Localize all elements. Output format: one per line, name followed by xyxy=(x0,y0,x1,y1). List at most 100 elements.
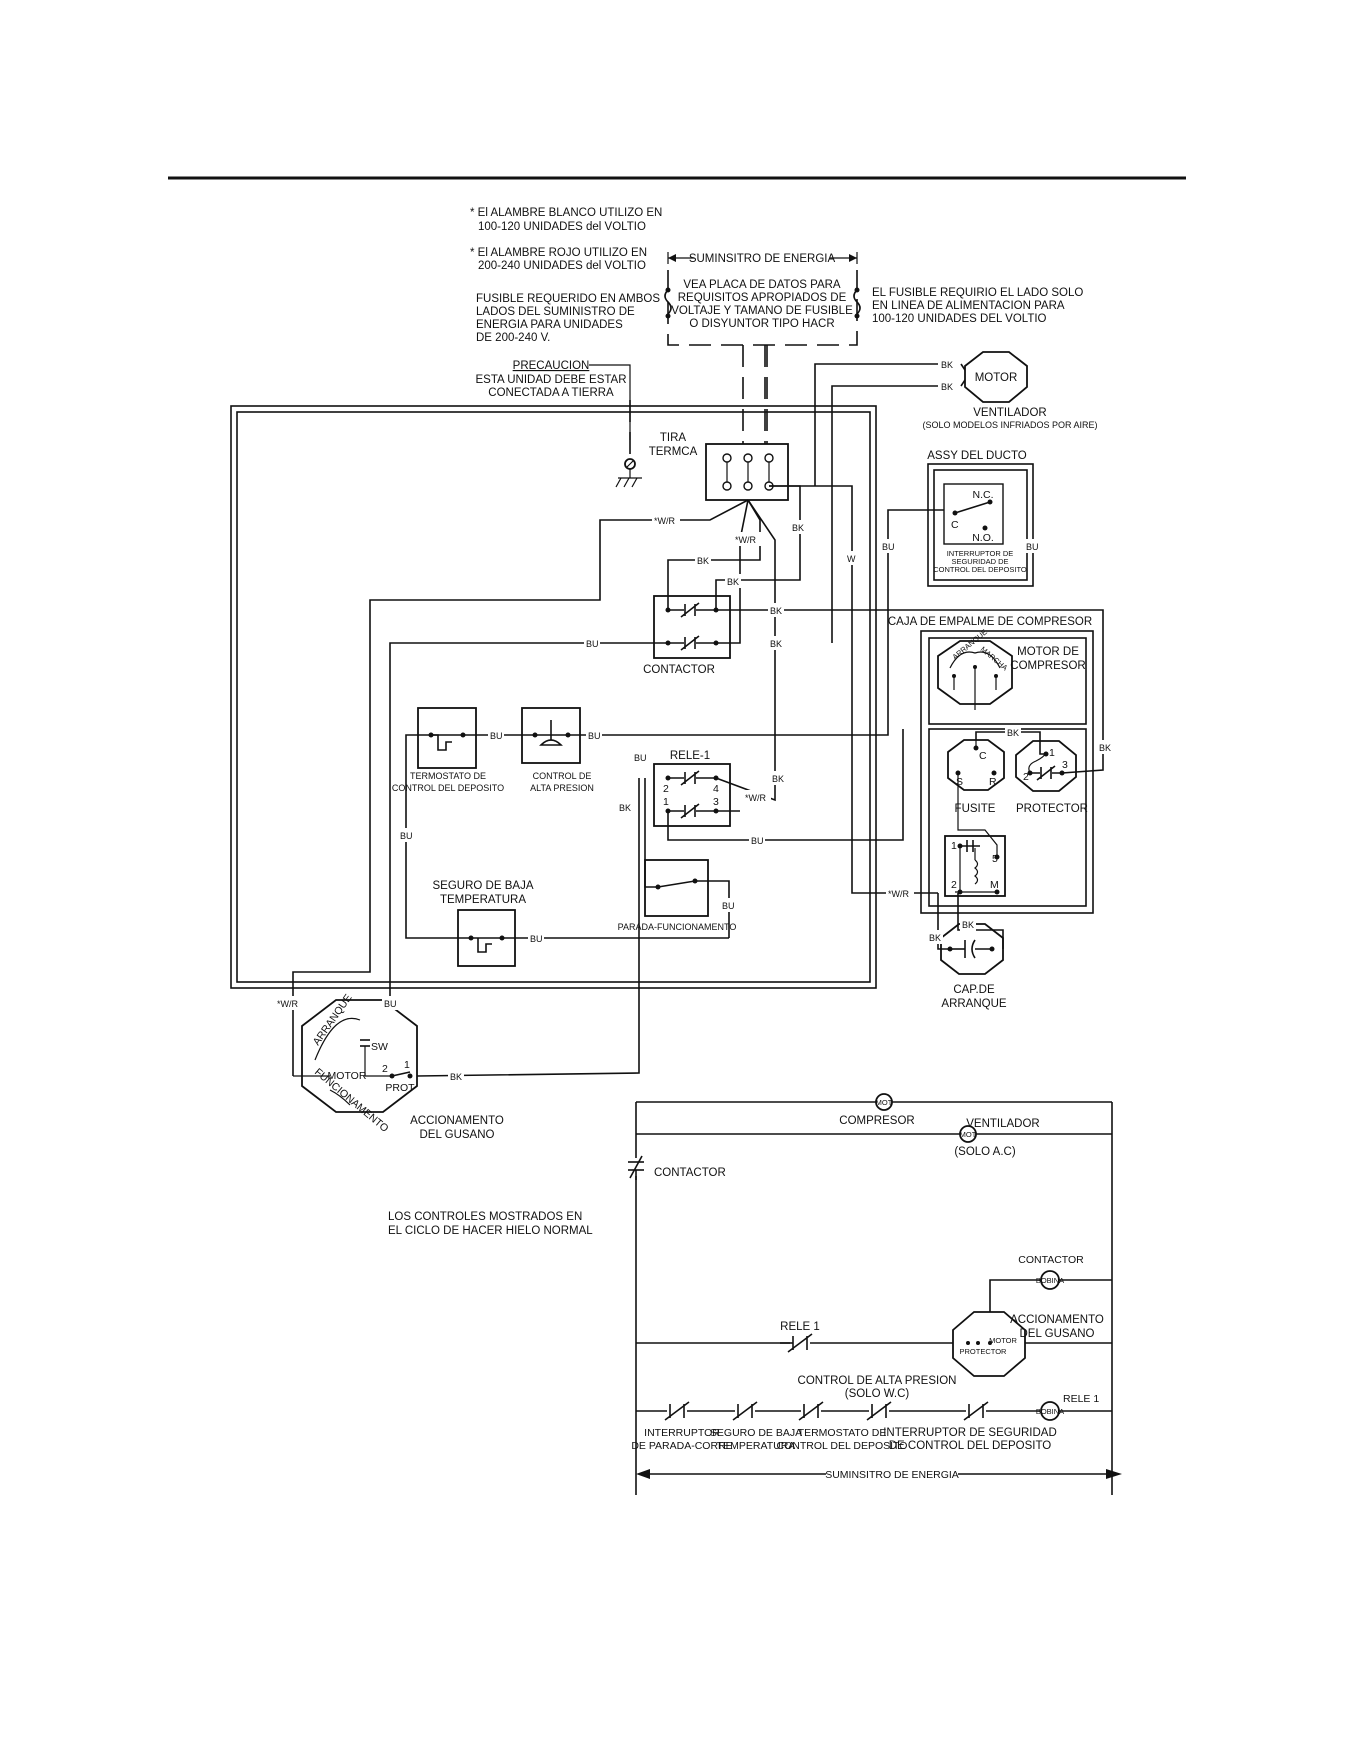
stop-run-switch: PARADA-FUNCIONAMENTO xyxy=(618,859,736,932)
wire-label: *W/R xyxy=(888,889,909,899)
terminal-strip-label-2: TERMCA xyxy=(649,446,698,458)
note-red-2: 200-240 UNIDADES del VOLTIO xyxy=(478,260,646,272)
start-relay-m: M xyxy=(990,879,999,891)
low-temp-label-2: TEMPERATURA xyxy=(440,894,526,906)
relay1-pin-4: 4 xyxy=(713,783,719,795)
low-temp-label-1: SEGURO DE BAJA xyxy=(433,880,534,892)
wire-label: BU xyxy=(722,901,735,911)
caution-line-2: CONECTADA A TIERRA xyxy=(488,387,614,399)
comp-motor-label-1: MOTOR DE xyxy=(1017,646,1079,658)
worm-label-1: ACCIONAMENTO xyxy=(410,1115,504,1127)
ladder-contact-stop-run xyxy=(664,1401,690,1421)
wire-label: BU xyxy=(384,999,397,1009)
relay-1: RELE-1 2 4 1 3 xyxy=(653,750,731,827)
caution-line-1: ESTA UNIDAD DEBE ESTAR xyxy=(475,374,626,386)
note-fuse-both-2: LADOS DEL SUMINISTRO DE xyxy=(476,306,635,318)
wire-label: BK xyxy=(1099,743,1111,753)
duct-assy-label: ASSY DEL DUCTO xyxy=(927,450,1027,462)
wire-label: BK xyxy=(450,1072,462,1082)
supply-line-4: O DISYUNTOR TIPO HACR xyxy=(689,318,834,330)
ladder-bobina: BOBINA xyxy=(1036,1276,1064,1285)
fusite-label: FUSITE xyxy=(955,803,996,815)
cap-label-2: ARRANQUE xyxy=(941,998,1007,1010)
ladder-diagram: MOT COMPRESOR MOT VENTILADOR (SOLO A.C) … xyxy=(626,1093,1122,1495)
ladder-compressor-mot: MOT xyxy=(876,1098,893,1107)
wire-color-notes: * El ALAMBRE BLANCO UTILIZO EN 100-120 U… xyxy=(470,207,662,344)
wire-label: BU xyxy=(751,836,764,846)
wire-label: *W/R xyxy=(277,999,298,1009)
high-pressure-control: CONTROL DE ALTA PRESION xyxy=(521,707,594,793)
bin-switch-label-1: INTERRUPTOR DE xyxy=(947,549,1014,558)
supply-title: SUMINSITRO DE ENERGIA xyxy=(689,253,836,265)
ladder-worm-1: ACCIONAMENTO xyxy=(1010,1314,1104,1326)
control-box-inner xyxy=(236,411,871,983)
wire-label: BU xyxy=(588,731,601,741)
ladder-sw4-2: DE CONTROL DEL DEPOSITO xyxy=(889,1440,1052,1452)
note-fuse-both-3: ENERGIA PARA UNIDADES xyxy=(476,319,623,331)
protector-2: 2 xyxy=(1023,771,1029,783)
ladder-sw2-2: TEMPERATURA xyxy=(717,1440,796,1452)
protector-1: 1 xyxy=(1049,747,1055,759)
relay1-pin-2: 2 xyxy=(663,783,669,795)
bin-thermo-label-1: TERMOSTATO DE xyxy=(410,771,486,781)
note-fuse-both-1: FUSIBLE REQUERIDO EN AMBOS xyxy=(476,293,660,305)
supply-line-3: VOLTAJE Y TAMANO DE FUSIBLE xyxy=(671,305,853,317)
worm-prot-label: PROT xyxy=(385,1082,415,1094)
caution-title: PRECAUCION xyxy=(513,360,590,372)
start-capacitor: CAP.DE ARRANQUE xyxy=(940,923,1007,1010)
fuse-left xyxy=(664,289,672,315)
contactor-label: CONTACTOR xyxy=(643,664,715,676)
note-red-1: * El ALAMBRE ROJO UTILIZO EN xyxy=(470,247,647,259)
wire-label: BU xyxy=(586,639,599,649)
bin-thermostat: TERMOSTATO DE CONTROL DEL DEPOSITO xyxy=(392,707,504,793)
relay1-pin-1: 1 xyxy=(663,796,669,808)
hp-label-2: ALTA PRESION xyxy=(530,783,594,793)
ladder-sw1-1: INTERRUPTOR xyxy=(644,1427,720,1439)
fan-motor-label: MOTOR xyxy=(975,372,1018,384)
compressor-junction-box: CAJA DE EMPALME DE COMPRESOR ARRANQUE MA… xyxy=(888,616,1094,914)
ladder-worm-motor: MOTOR xyxy=(989,1336,1017,1345)
bin-switch-label-2: SEGURIDAD DE xyxy=(951,557,1008,566)
wire-runs xyxy=(292,363,1104,1077)
ladder-fan: VENTILADOR xyxy=(966,1118,1040,1130)
wire-label: *W/R xyxy=(654,516,675,526)
wire-label: *W/R xyxy=(745,793,766,803)
wire-label: W xyxy=(847,554,856,564)
note-white-1: * El ALAMBRE BLANCO UTILIZO EN xyxy=(470,207,662,219)
ladder-relay1-bobina: BOBINA xyxy=(1036,1407,1064,1416)
caution-note: PRECAUCION ESTA UNIDAD DEBE ESTAR CONECT… xyxy=(475,360,642,488)
ladder-contact-bin-switch xyxy=(963,1401,989,1421)
fusite-s: S xyxy=(956,776,963,788)
wire-label: BU xyxy=(1026,542,1039,552)
start-relay-2: 2 xyxy=(951,879,957,891)
ladder-fan-mot: MOT xyxy=(960,1130,977,1139)
fan-motor: MOTOR VENTILADOR (SOLO MODELOS INFRIADOS… xyxy=(922,351,1098,430)
worm-pin-2: 2 xyxy=(382,1063,388,1075)
fuse-single-2: EN LINEA DE ALIMENTACION PARA xyxy=(872,300,1065,312)
note-white-2: 100-120 UNIDADES del VOLTIO xyxy=(478,221,646,233)
ladder-hp-2: (SOLO W.C) xyxy=(845,1388,910,1400)
fan-note: (SOLO MODELOS INFRIADOS POR AIRE) xyxy=(922,420,1097,430)
comp-box-label: CAJA DE EMPALME DE COMPRESOR xyxy=(888,616,1092,628)
worm-drive-motor: ARRANQUE FUNCIONAMENTO MOTOR SW PROT 2 1… xyxy=(293,992,504,1141)
fuse-right xyxy=(853,289,861,315)
wire-label: BK xyxy=(941,360,953,370)
wire-label: BK xyxy=(941,382,953,392)
ladder-relay1-coil: RELE 1 xyxy=(1063,1393,1099,1405)
wire-label: BK xyxy=(697,556,709,566)
wire-label: BK xyxy=(772,774,784,784)
bin-switch-label-3: CONTROL DEL DEPOSITO xyxy=(933,565,1027,574)
ladder-supply: SUMINSITRO DE ENERGIA xyxy=(825,1469,959,1481)
ladder-contact-low-temp xyxy=(732,1401,758,1421)
worm-pin-1: 1 xyxy=(404,1059,410,1071)
ladder-sw3-2: CONTROL DEL DEPOSITO xyxy=(777,1440,908,1452)
wire-label: BK xyxy=(770,606,782,616)
bin-switch-c: C xyxy=(951,519,959,531)
wire-label: BU xyxy=(882,542,895,552)
supply-line-2: REQUISITOS APROPIADOS DE xyxy=(678,292,847,304)
protector-label: PROTECTOR xyxy=(1016,803,1088,815)
wire-label: BK xyxy=(727,577,739,587)
relay1-pin-3: 3 xyxy=(713,796,719,808)
wire-label: BK xyxy=(770,639,782,649)
